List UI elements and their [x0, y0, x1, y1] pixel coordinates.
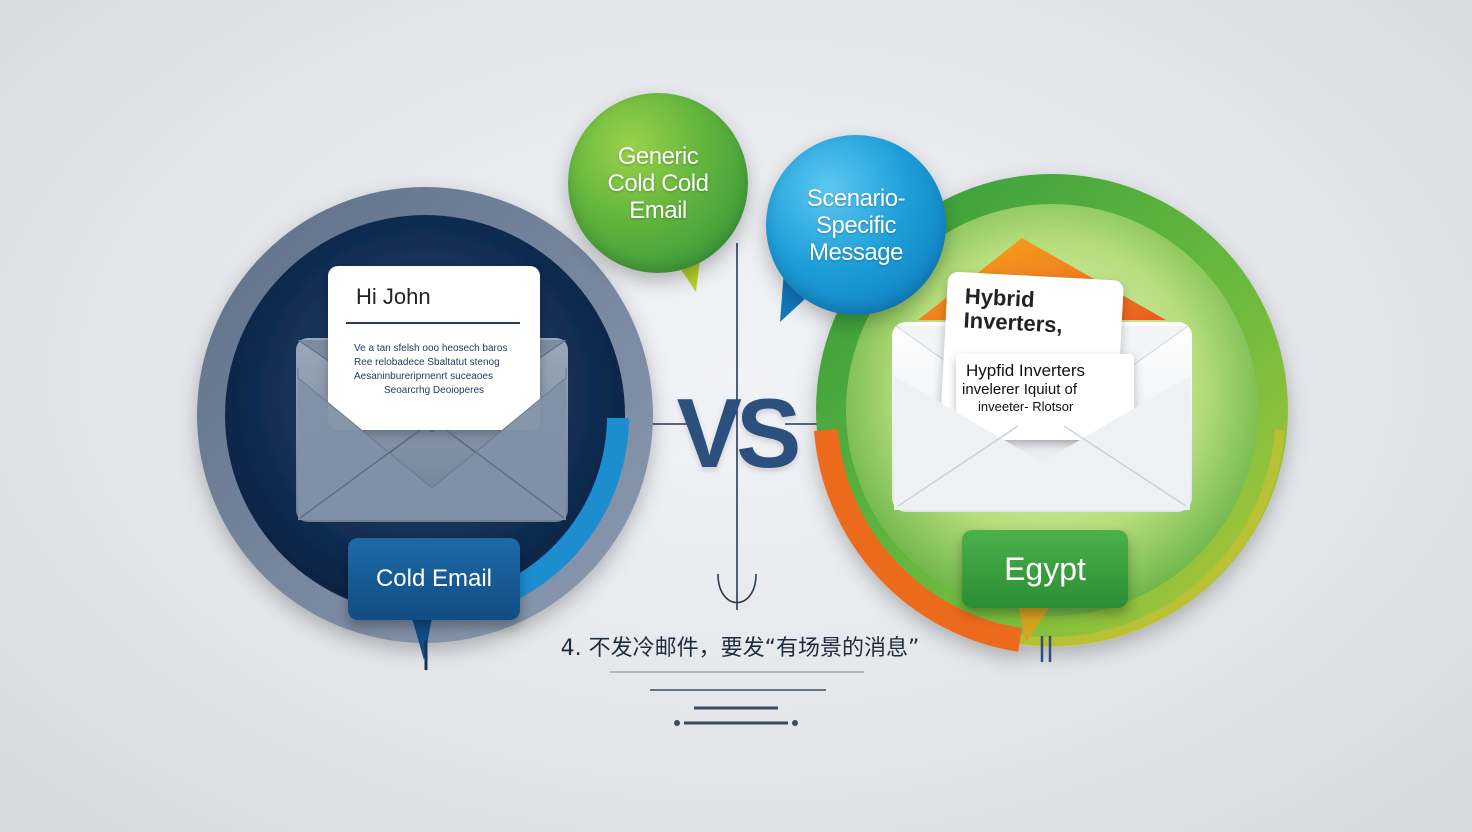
- scenario-specific-bubble: Scenario- Specific Message: [766, 135, 946, 315]
- right-envelope-front: [894, 376, 1190, 510]
- letter-greeting: Hi John: [356, 284, 431, 309]
- bubble-label: Scenario- Specific Message: [806, 184, 906, 266]
- left-letter: Hi John Ve a tan sfelsh ooo heosech baro…: [328, 266, 540, 430]
- section-heading: 4. 不发冷邮件，要发“有场景的消息”: [560, 636, 920, 661]
- right-letter-inner: Hypfid Inverters invelerer Iquiut of inv…: [956, 354, 1134, 440]
- generic-cold-email-bubble: Generic Cold Cold Email: [568, 93, 748, 273]
- letter-line: invelerer Iquiut of: [962, 381, 1078, 398]
- label-pointers: [412, 606, 1052, 670]
- letter-line: Aesaninbureriprnenrt suceaoes: [354, 371, 493, 382]
- bubble-label: Generic Cold Cold Email: [607, 142, 709, 224]
- cold-email-label: Cold Email: [348, 538, 520, 620]
- left-envelope-front: [297, 368, 567, 520]
- letter-line: inveeter- Rlotsor: [978, 399, 1074, 414]
- vs-text: VS: [676, 378, 802, 488]
- letter-line: Hypfid Inverters: [966, 361, 1086, 380]
- letter-divider: [346, 322, 520, 324]
- footer-rules: [610, 671, 864, 726]
- letter-line: Seoarcrhg Deoioperes: [384, 385, 485, 396]
- egypt-label: Egypt: [962, 530, 1128, 608]
- letter-line: Ree relobadece Sbaltatut stenog: [354, 357, 500, 368]
- letter-line: Ve a tan sfelsh ooo heosech baros: [354, 343, 508, 354]
- center-guides: [650, 243, 822, 610]
